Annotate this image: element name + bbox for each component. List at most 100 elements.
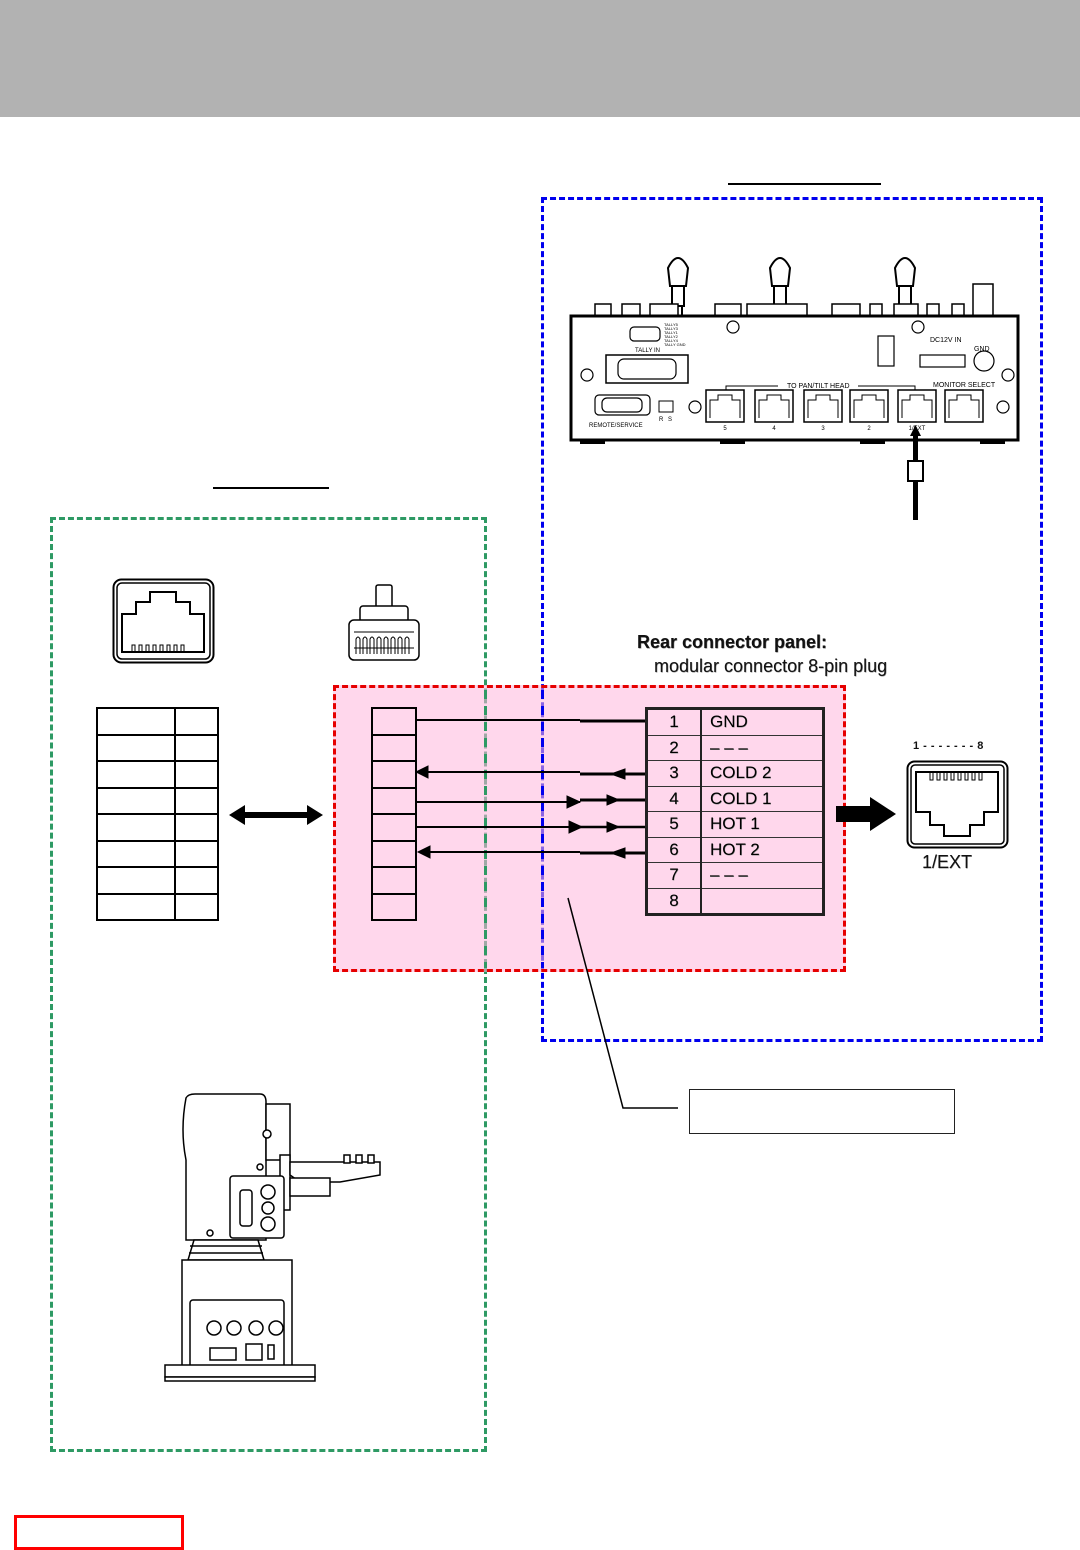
- svg-text:R: R: [659, 417, 664, 423]
- cable-plug-pin-table: [371, 707, 417, 921]
- pin-signal-cell: [96, 892, 176, 921]
- ext-jack-label: 1/EXT: [922, 852, 973, 872]
- rs-switch: [658, 400, 674, 413]
- pin-number: 5: [646, 811, 702, 838]
- pan-tilt-pin-row: [96, 733, 219, 762]
- arrow-left-icon: [416, 845, 431, 859]
- svg-text:4: 4: [772, 426, 776, 432]
- cable-pin-row: [371, 707, 417, 736]
- callout-leader-line: [567, 897, 678, 1109]
- pin-number-cell: [174, 707, 219, 736]
- svg-text:TALLY3: TALLY3: [664, 326, 679, 331]
- pin-signal: COLD 2: [700, 760, 824, 787]
- red-highlight-box: [14, 1515, 184, 1550]
- arrow-left-icon: [609, 768, 626, 780]
- cable-pin-cell: [371, 892, 417, 921]
- pan-tilt-pin-row: [96, 760, 219, 789]
- pan-tilt-heading-underline: [213, 487, 329, 489]
- svg-text:5: 5: [723, 426, 727, 432]
- rear-panel-subtitle: modular connector 8-pin plug: [654, 656, 888, 676]
- svg-text:TALLY4: TALLY4: [664, 338, 679, 343]
- cable-pin-cell: [371, 760, 417, 789]
- callout-box: [689, 1089, 955, 1134]
- monitor-select-label: MONITOR SELECT: [933, 382, 996, 389]
- pan-tilt-pin-row: [96, 866, 219, 895]
- pin-number-cell: [174, 760, 219, 789]
- base-foot: [164, 1364, 316, 1378]
- pin-number: 3: [646, 760, 702, 787]
- pin-signal-cell: [96, 707, 176, 736]
- pin-number: 2: [646, 734, 702, 761]
- pin-number-cell: [174, 839, 219, 868]
- arrow-right-icon: [566, 795, 582, 809]
- pin-row: 2– – –: [646, 734, 824, 761]
- pin-number: 7: [646, 862, 702, 889]
- pin-signal: COLD 1: [700, 785, 824, 812]
- pin-signal-cell: [96, 786, 176, 815]
- pin-number-cell: [174, 866, 219, 895]
- svg-text:2: 2: [867, 426, 871, 432]
- svg-text:TALLY1: TALLY1: [664, 330, 679, 335]
- jack-pin-range: 1 - - - - - - - 8: [913, 740, 984, 752]
- neck: [186, 1239, 266, 1261]
- gnd-terminal: [973, 350, 995, 372]
- tally-in-label: TALLY IN: [635, 348, 660, 354]
- pin-row: 7– – –: [646, 862, 824, 889]
- pin-number-cell: [174, 786, 219, 815]
- cable-pin-row: [371, 839, 417, 868]
- wiring-lines: [415, 719, 647, 859]
- modular-plug-icon: [348, 584, 420, 661]
- controller-heading-underline: [728, 183, 881, 185]
- cable-pin-cell: [371, 707, 417, 736]
- head-connector-panel: [229, 1175, 285, 1239]
- pin-signal: HOT 1: [700, 811, 824, 838]
- plug-icon: [907, 460, 924, 482]
- svg-text:TALLY5: TALLY5: [664, 322, 679, 327]
- svg-text:TALLY GND: TALLY GND: [664, 342, 686, 347]
- cable-arrow-icon: [910, 425, 921, 436]
- cable-pin-row: [371, 892, 417, 921]
- svg-text:S: S: [668, 417, 672, 423]
- remote-service-label: REMOTE/SERVICE: [589, 423, 643, 429]
- pin-signal-cell: [96, 760, 176, 789]
- svg-text:3: 3: [821, 426, 825, 432]
- camera-plate: [289, 1161, 381, 1183]
- pin-signal-cell: [96, 839, 176, 868]
- pin-signal: – – –: [700, 734, 824, 761]
- pin-signal-cell: [96, 813, 176, 842]
- pan-tilt-pin-row: [96, 839, 219, 868]
- pin-number-cell: [174, 892, 219, 921]
- pin-number: 6: [646, 836, 702, 863]
- right-arrow-icon: [836, 797, 896, 831]
- pin-row: 8: [646, 887, 824, 915]
- controller-frame: [541, 197, 1043, 1042]
- svg-text:TALLY2: TALLY2: [664, 334, 679, 339]
- arrow-left-icon: [415, 765, 429, 779]
- pan-tilt-head-frame: [50, 517, 487, 1452]
- pin-number: 8: [646, 887, 702, 915]
- gnd-label: GND: [974, 346, 990, 353]
- arrow-left-icon: [609, 847, 626, 859]
- pin-signal: GND: [700, 708, 824, 736]
- cable-pin-row: [371, 813, 417, 842]
- controller-rear-illustration: TALLY5 TALLY3 TALLY1 TALLY2 TALLY4 TALLY…: [569, 257, 1020, 520]
- pin-signal-cell: [96, 866, 176, 895]
- pan-tilt-pin-row: [96, 813, 219, 842]
- pan-tilt-head-illustration: [164, 1093, 381, 1382]
- dc-in-label: DC12V IN: [930, 337, 962, 344]
- cable-pin-row: [371, 733, 417, 762]
- pan-tilt-pin-row: [96, 892, 219, 921]
- cable-pin-cell: [371, 786, 417, 815]
- cable-pin-cell: [371, 813, 417, 842]
- ext-jack-icon: [906, 760, 1009, 849]
- cable-pin-cell: [371, 733, 417, 762]
- cable-pin-row: [371, 866, 417, 895]
- pan-tilt-pin-row: [96, 786, 219, 815]
- pin-number: 1: [646, 708, 702, 736]
- arrow-right-icon: [606, 794, 621, 806]
